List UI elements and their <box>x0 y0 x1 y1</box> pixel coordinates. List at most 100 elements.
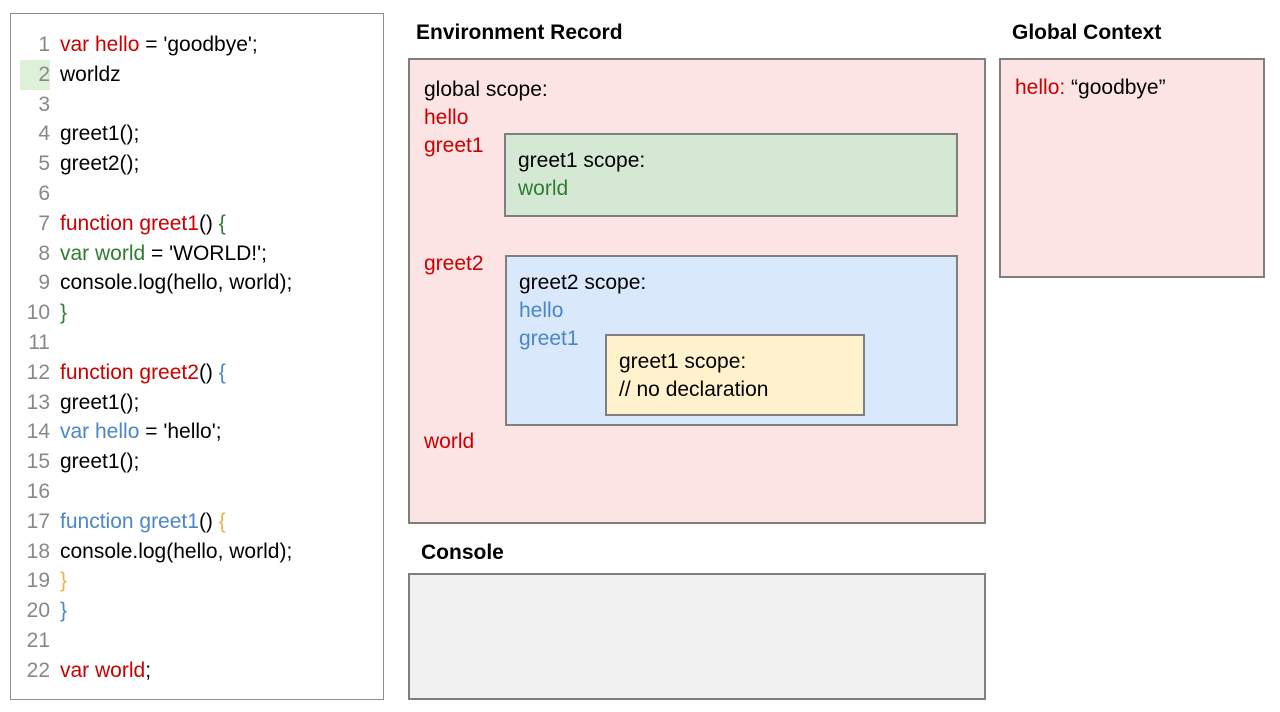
code-line-number: 11 <box>28 330 50 354</box>
code-token: greet1(); <box>60 450 140 474</box>
code-line-text: greet1(); <box>50 119 139 149</box>
greet1-scope-title: greet1 scope: <box>518 149 646 172</box>
code-token: greet2(); <box>60 152 140 176</box>
code-line-text: } <box>50 298 67 328</box>
code-token: } <box>60 569 68 593</box>
code-line[interactable]: 14 var hello = 'hello'; <box>20 417 379 447</box>
environment-record-box: global scope: hello greet1 greet2 world … <box>408 58 986 524</box>
code-token: { <box>212 360 226 384</box>
code-line-text: function greet2() { <box>50 358 226 388</box>
code-line[interactable]: 8 var world = 'WORLD!'; <box>20 239 379 269</box>
code-token: { <box>212 509 226 533</box>
code-token: var world <box>60 658 146 682</box>
code-line[interactable]: 22 var world; <box>20 656 379 686</box>
global-context-box: hello: “goodbye” <box>999 58 1265 278</box>
code-token: = 'goodbye'; <box>139 33 258 56</box>
code-line[interactable]: 12 function greet2() { <box>20 358 379 388</box>
code-line-text: function greet1() { <box>50 507 226 537</box>
code-token: () <box>198 509 213 533</box>
code-line[interactable]: 6 <box>20 179 379 209</box>
code-line-number: 20 <box>26 599 50 623</box>
global-context-entry-value: “goodbye” <box>1071 76 1166 99</box>
greet2-scope-title: greet2 scope: <box>519 271 647 294</box>
code-line-number: 22 <box>26 658 50 682</box>
code-line[interactable]: 19 } <box>20 566 379 596</box>
code-line-text: console.log(hello, world); <box>50 268 292 298</box>
code-token: greet1(); <box>60 390 140 414</box>
code-line-text: worldz <box>50 60 121 90</box>
code-line-number: 19 <box>26 569 50 593</box>
code-token: function greet1 <box>60 211 199 235</box>
global-binding-hello: hello <box>424 106 469 129</box>
global-context-entry: hello: “goodbye” <box>1015 76 1166 100</box>
code-line-text: var hello = 'hello'; <box>50 417 222 447</box>
code-token: () <box>198 211 213 235</box>
console-output-box[interactable] <box>408 573 986 700</box>
greet2-scope-box: greet2 scope: hello greet1 greet1 scope:… <box>505 255 958 426</box>
code-token: console.log(hello, world); <box>60 539 293 563</box>
code-line[interactable]: 3 <box>20 90 379 120</box>
code-line-text: } <box>50 566 67 596</box>
code-token: function greet2 <box>60 360 199 384</box>
code-line-number: 16 <box>26 479 50 503</box>
code-line-text: var world; <box>50 656 151 686</box>
code-token: { <box>212 211 226 235</box>
code-line-number: 18 <box>26 539 50 563</box>
global-scope-label: global scope: <box>424 78 548 101</box>
code-line[interactable]: 13 greet1(); <box>20 388 379 418</box>
global-context-title: Global Context <box>1012 21 1162 44</box>
greet2-scope-entry-hello: hello <box>519 299 564 322</box>
global-context-entry-key: hello: <box>1015 76 1066 99</box>
code-line-number: 5 <box>38 152 50 176</box>
code-token: console.log(hello, world); <box>60 271 293 295</box>
code-line-number: 15 <box>26 450 50 474</box>
code-line-number: 21 <box>26 628 50 652</box>
code-token: var hello <box>60 33 140 56</box>
code-line[interactable]: 17 function greet1() { <box>20 507 379 537</box>
code-token: } <box>60 301 68 325</box>
code-line[interactable]: 16 <box>20 477 379 507</box>
code-line-number: 14 <box>26 420 50 444</box>
code-line-text <box>50 90 66 120</box>
code-line[interactable]: 9 console.log(hello, world); <box>20 268 379 298</box>
environment-record-title: Environment Record <box>416 21 623 44</box>
code-line[interactable]: 15 greet1(); <box>20 447 379 477</box>
code-line-text <box>50 626 66 656</box>
code-line[interactable]: 20} <box>20 596 379 626</box>
code-token: () <box>198 360 213 384</box>
code-line[interactable]: 5 greet2(); <box>20 149 379 179</box>
global-binding-greet1: greet1 <box>424 134 484 157</box>
code-line[interactable]: 7 function greet1() { <box>20 209 379 239</box>
inner-greet1-scope-title: greet1 scope: <box>619 350 747 373</box>
code-line-text <box>50 328 66 358</box>
greet2-scope-entry-greet1: greet1 <box>519 327 579 350</box>
code-line-number: 1 <box>38 33 50 56</box>
greet1-scope-entry-world: world <box>518 177 569 200</box>
code-line-number: 10 <box>26 301 50 325</box>
code-token: ; <box>145 658 152 682</box>
code-line-number: 17 <box>26 509 50 533</box>
code-line-text: console.log(hello, world); <box>50 537 292 567</box>
code-line-number: 2 <box>20 59 50 90</box>
code-line[interactable]: 10} <box>20 298 379 328</box>
global-binding-world: world <box>424 430 475 453</box>
code-line-number: 6 <box>38 181 50 205</box>
code-line[interactable]: 21 <box>20 626 379 656</box>
code-token: greet1(); <box>60 122 140 146</box>
code-line[interactable]: 18 console.log(hello, world); <box>20 537 379 567</box>
code-line-number: 9 <box>38 271 50 295</box>
code-line-number: 7 <box>38 211 50 235</box>
code-line-number: 13 <box>26 390 50 414</box>
code-line-number: 12 <box>26 360 50 384</box>
code-line-text: } <box>50 596 67 626</box>
code-line[interactable]: 1 var hello = 'goodbye'; <box>20 30 379 60</box>
code-line[interactable]: 11 <box>20 328 379 358</box>
code-line-text: greet2(); <box>50 149 139 179</box>
console-title: Console <box>421 541 504 564</box>
code-token: = 'hello'; <box>139 420 222 444</box>
